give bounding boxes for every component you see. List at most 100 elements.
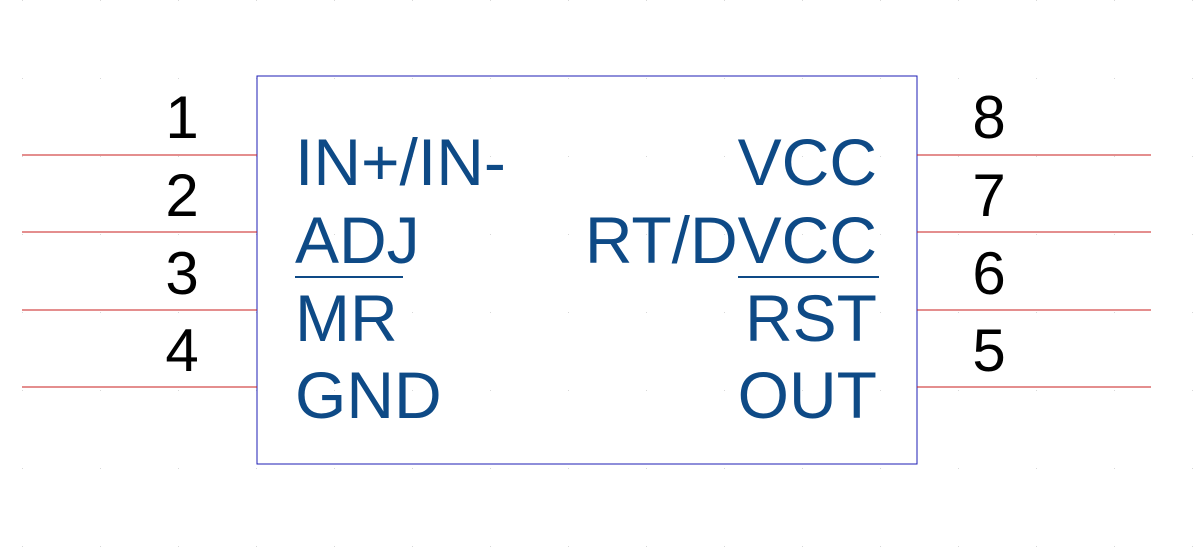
- grid-dot: [178, 546, 179, 547]
- grid-dot: [880, 78, 881, 79]
- grid-dot: [1114, 0, 1115, 1]
- grid-dot: [724, 312, 725, 313]
- grid-dot: [490, 546, 491, 547]
- grid-dot: [1192, 468, 1193, 469]
- pin-1-name: IN+/IN-: [295, 125, 506, 199]
- grid-dot: [1192, 234, 1193, 235]
- grid-dot: [100, 78, 101, 79]
- grid-dot: [880, 156, 881, 157]
- grid-dot: [490, 390, 491, 391]
- pin-3-name: MR: [295, 281, 398, 355]
- grid-dot: [412, 468, 413, 469]
- grid-dot: [724, 546, 725, 547]
- pin-1-number: 1: [165, 84, 198, 151]
- grid-dot: [412, 0, 413, 1]
- background-grid: [22, 0, 1193, 547]
- grid-dot: [802, 156, 803, 157]
- grid-dot: [22, 390, 23, 391]
- grid-dot: [1114, 78, 1115, 79]
- grid-dot: [802, 546, 803, 547]
- grid-dot: [1114, 468, 1115, 469]
- grid-dot: [802, 390, 803, 391]
- grid-dot: [334, 468, 335, 469]
- grid-dot: [490, 468, 491, 469]
- grid-dot: [178, 156, 179, 157]
- grid-dot: [646, 468, 647, 469]
- grid-dot: [724, 78, 725, 79]
- grid-dot: [1192, 546, 1193, 547]
- grid-dot: [646, 78, 647, 79]
- grid-dot: [22, 468, 23, 469]
- pin-2-name: ADJ: [295, 203, 420, 277]
- grid-dot: [334, 78, 335, 79]
- pin-4-number: 4: [165, 317, 198, 384]
- grid-dot: [568, 156, 569, 157]
- grid-dot: [334, 156, 335, 157]
- grid-dot: [22, 0, 23, 1]
- grid-dot: [334, 312, 335, 313]
- grid-dot: [958, 234, 959, 235]
- grid-dot: [412, 312, 413, 313]
- grid-dot: [100, 312, 101, 313]
- grid-dot: [880, 0, 881, 1]
- grid-dot: [178, 0, 179, 1]
- grid-dot: [958, 390, 959, 391]
- grid-dot: [1114, 234, 1115, 235]
- grid-dot: [802, 312, 803, 313]
- grid-dot: [1192, 390, 1193, 391]
- grid-dot: [178, 312, 179, 313]
- grid-dot: [1036, 390, 1037, 391]
- pin-8-number: 8: [972, 84, 1005, 151]
- pin-5-number: 5: [972, 317, 1005, 384]
- pin-6-number: 6: [972, 240, 1005, 307]
- grid-dot: [178, 234, 179, 235]
- grid-dot: [880, 468, 881, 469]
- grid-dot: [568, 234, 569, 235]
- grid-dot: [958, 0, 959, 1]
- grid-dot: [490, 312, 491, 313]
- grid-dot: [1036, 234, 1037, 235]
- grid-dot: [568, 312, 569, 313]
- grid-dot: [880, 546, 881, 547]
- grid-dot: [802, 234, 803, 235]
- grid-dot: [1036, 312, 1037, 313]
- grid-dot: [958, 78, 959, 79]
- grid-dot: [646, 0, 647, 1]
- grid-dot: [568, 0, 569, 1]
- grid-dot: [1036, 156, 1037, 157]
- grid-dot: [256, 468, 257, 469]
- grid-dot: [100, 546, 101, 547]
- grid-dot: [100, 156, 101, 157]
- grid-dot: [1114, 546, 1115, 547]
- grid-dot: [490, 234, 491, 235]
- grid-dot: [256, 0, 257, 1]
- grid-dot: [22, 234, 23, 235]
- grid-dot: [178, 390, 179, 391]
- grid-dot: [412, 156, 413, 157]
- grid-dot: [646, 546, 647, 547]
- grid-dot: [334, 390, 335, 391]
- grid-dot: [724, 468, 725, 469]
- grid-dot: [178, 78, 179, 79]
- grid-dot: [802, 468, 803, 469]
- grid-dot: [334, 234, 335, 235]
- pin-3-number: 3: [165, 240, 198, 307]
- pin-7-number: 7: [972, 162, 1005, 229]
- grid-dot: [880, 390, 881, 391]
- grid-dot: [100, 234, 101, 235]
- grid-dot: [412, 390, 413, 391]
- grid-dot: [256, 546, 257, 547]
- grid-dot: [22, 546, 23, 547]
- grid-dot: [724, 0, 725, 1]
- pin-5-name: OUT: [738, 358, 877, 432]
- grid-dot: [880, 312, 881, 313]
- grid-dot: [1036, 468, 1037, 469]
- component-body: [256, 75, 918, 465]
- grid-dot: [412, 546, 413, 547]
- pin-6-name: RST: [745, 281, 877, 355]
- grid-dot: [1192, 156, 1193, 157]
- grid-dot: [22, 156, 23, 157]
- pin-7-name: RT/DVCC: [585, 203, 877, 277]
- grid-dot: [1192, 78, 1193, 79]
